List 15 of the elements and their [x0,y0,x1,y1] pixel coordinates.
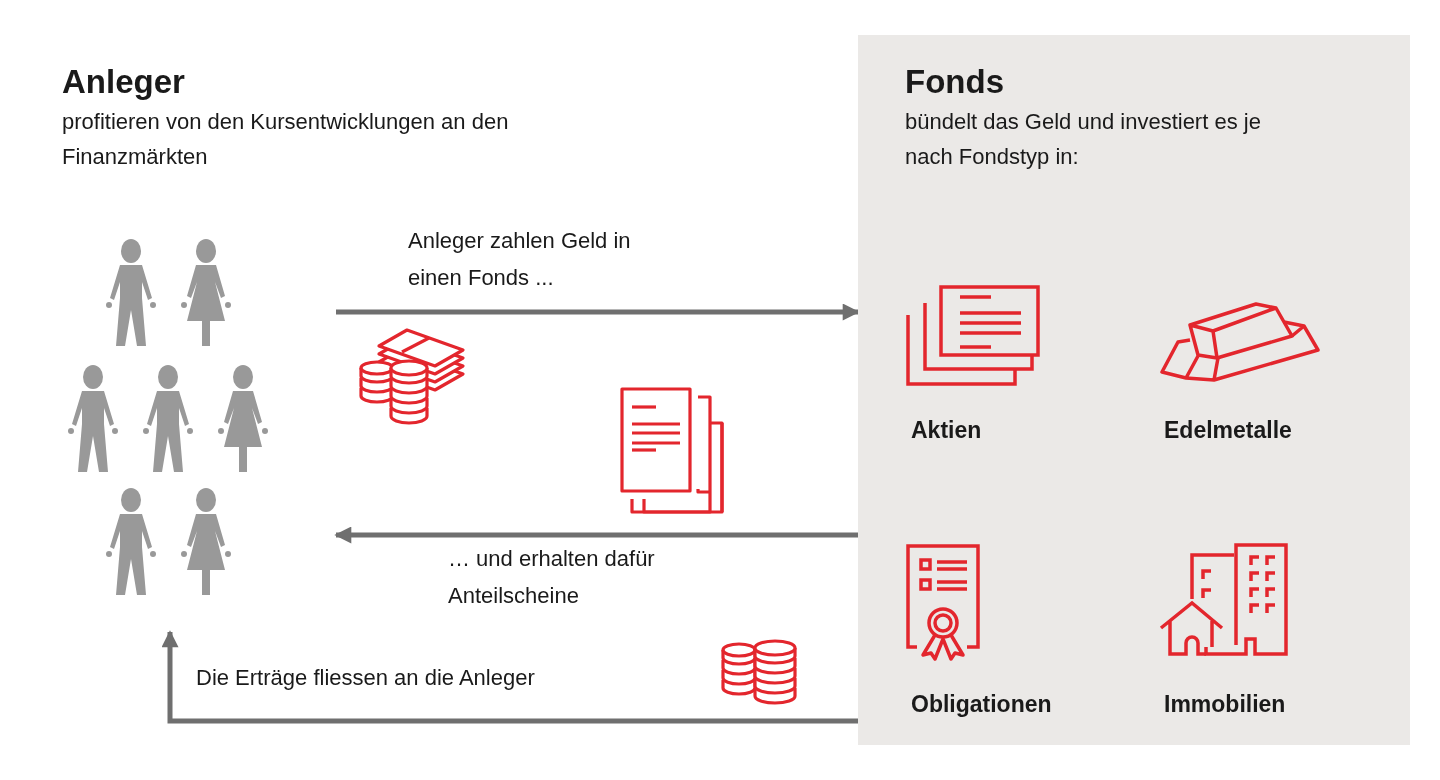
section-heading: Anleger [62,62,186,102]
edge-label: Die Erträge fliessen an die Anleger [196,664,536,692]
arrow [161,630,858,724]
asset-class-label: Aktien [911,416,982,445]
panel-description: bündelt das Geld und investiert es je nach Fondstyp in: [905,108,1262,171]
edge-label: … und erhalten dafür Anteilscheine [448,545,656,610]
asset-class-label: Immobilien [1164,690,1286,719]
arrow [336,303,860,321]
panel-heading: Fonds [905,62,1005,102]
asset-class-label: Edelmetalle [1164,416,1292,445]
section-description: profitieren von den Kursentwicklungen an den Finanzmärkten [62,108,510,171]
fund-panel [858,35,1410,745]
asset-class-label: Obligationen [911,690,1052,719]
arrow [334,526,858,544]
edge-label: Anleger zahlen Geld in einen Fonds ... [408,227,632,292]
